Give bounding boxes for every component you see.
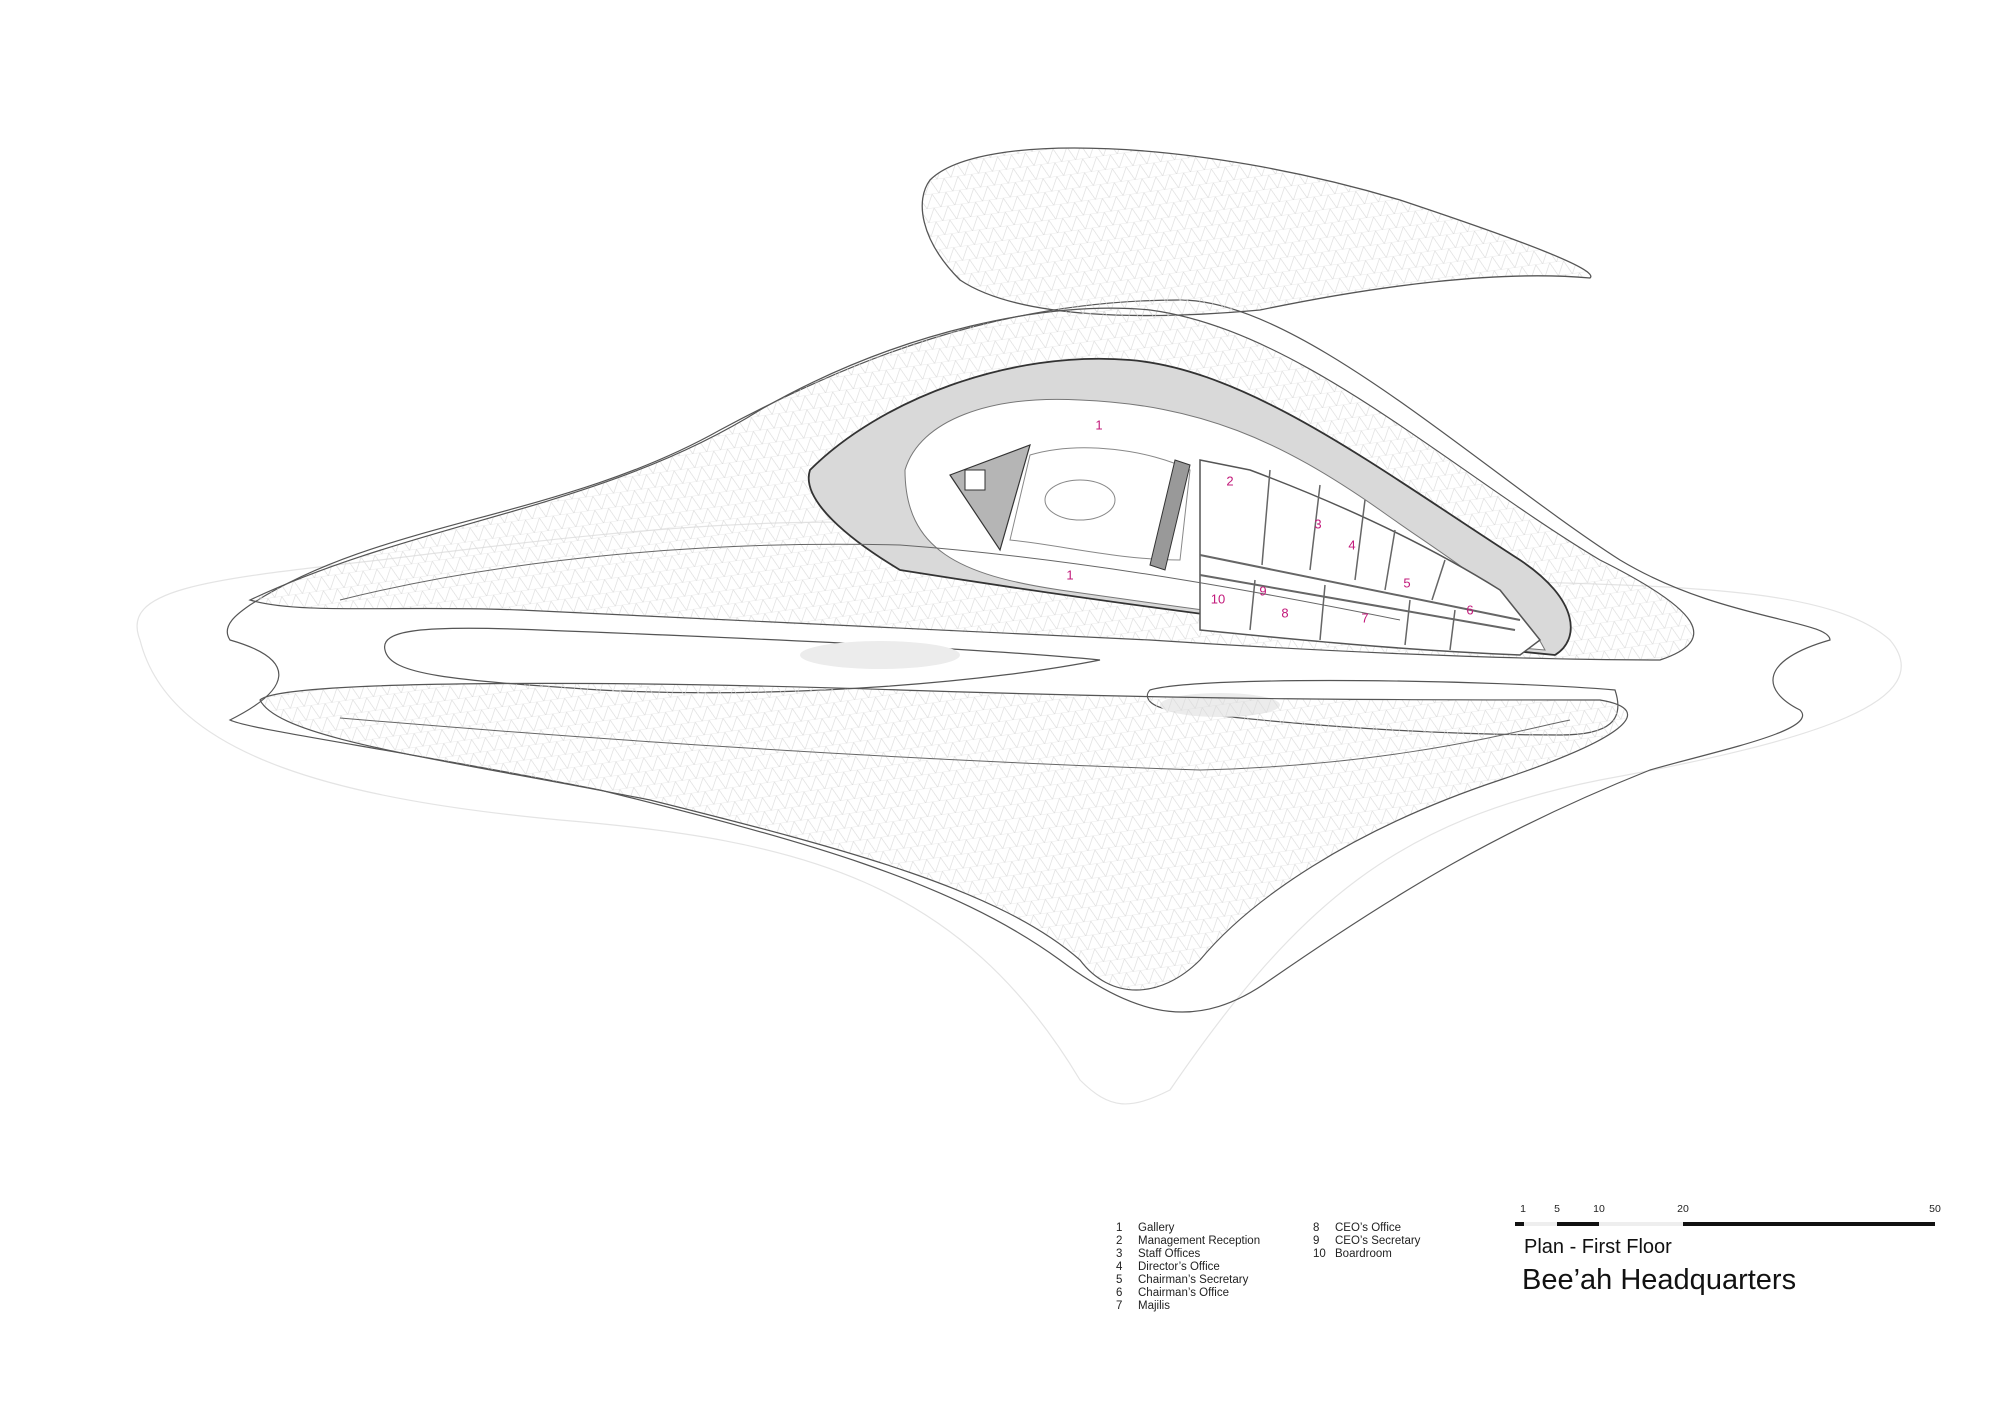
top-canopy bbox=[921, 147, 1592, 317]
scale-tick: 5 bbox=[1554, 1203, 1560, 1215]
room-label-boardroom: 10 bbox=[1210, 591, 1226, 607]
drawing-title: Bee’ah Headquarters bbox=[1522, 1264, 1797, 1296]
scale-segment bbox=[1557, 1222, 1599, 1226]
scale-segment bbox=[1599, 1222, 1683, 1226]
room-label-majilis: 7 bbox=[1361, 610, 1369, 626]
office-wing bbox=[1199, 459, 1542, 656]
room-label-chairmans-office: 6 bbox=[1466, 602, 1474, 618]
room-label-chairmans-secretary: 5 bbox=[1403, 575, 1411, 591]
room-label-management-reception: 2 bbox=[1226, 473, 1234, 489]
scale-segment bbox=[1683, 1222, 1935, 1226]
atrium-stair bbox=[949, 444, 1191, 571]
scale-tick: 10 bbox=[1593, 1203, 1605, 1215]
room-label-ceos-secretary: 9 bbox=[1259, 583, 1267, 599]
scale-tick: 1 bbox=[1520, 1203, 1526, 1215]
drawing-subtitle: Plan - First Floor bbox=[1524, 1236, 1672, 1258]
room-label-staff-offices: 3 bbox=[1314, 516, 1322, 532]
glazing-line-upper bbox=[339, 543, 1401, 621]
middle-void bbox=[384, 627, 1101, 694]
room-label-ceos-office: 8 bbox=[1281, 605, 1289, 621]
room-label-directors-office: 4 bbox=[1348, 537, 1356, 553]
lower-roof bbox=[259, 682, 1629, 991]
room-label-gallery: 1 bbox=[1095, 417, 1103, 433]
scale-tick: 50 bbox=[1929, 1203, 1941, 1215]
scale-segment bbox=[1515, 1222, 1524, 1226]
glazing-line-lower bbox=[339, 717, 1571, 771]
scale-bar: 1 5 10 20 50 bbox=[1515, 1203, 1955, 1233]
scale-tick: 20 bbox=[1677, 1203, 1689, 1215]
scale-segment bbox=[1524, 1222, 1557, 1226]
room-label-gallery: 1 bbox=[1066, 567, 1074, 583]
